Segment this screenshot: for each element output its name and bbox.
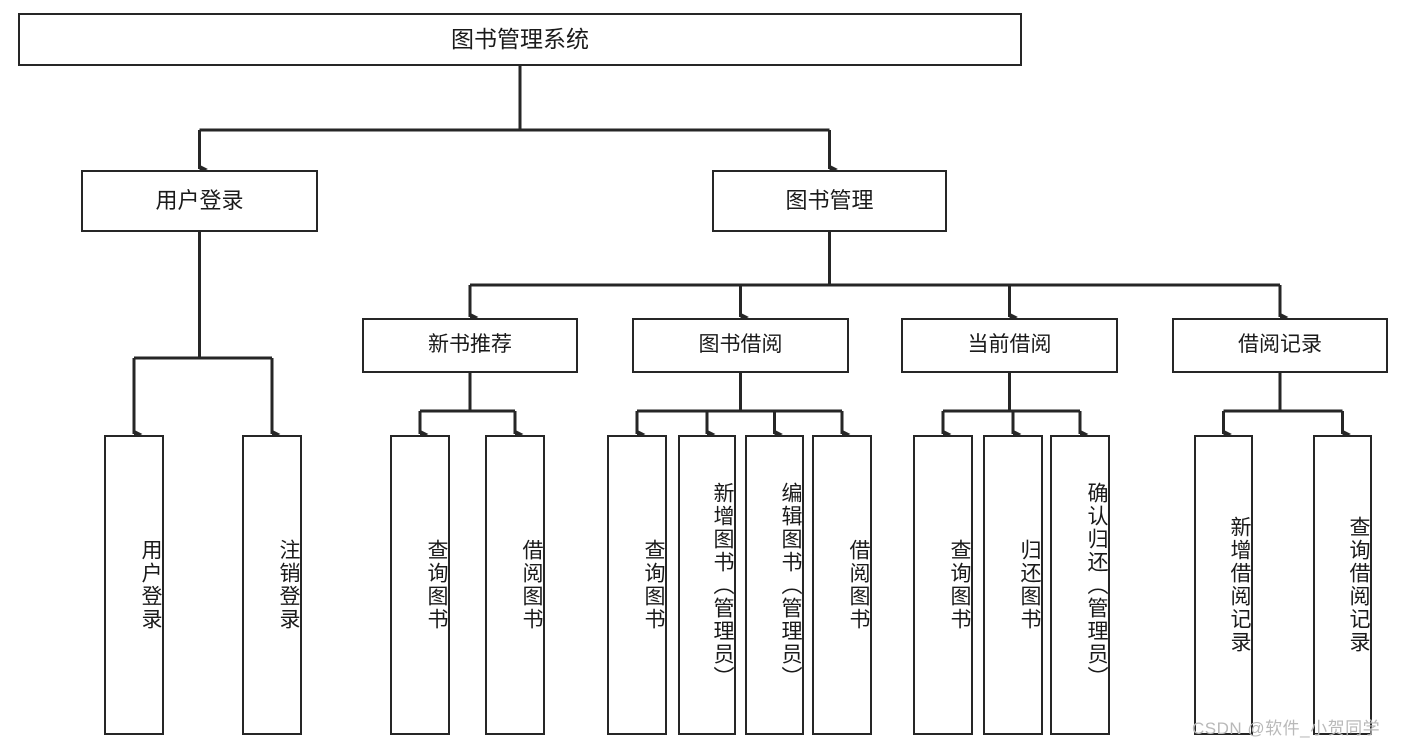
node-label: 图书管理 xyxy=(785,188,874,214)
node-label: 借阅图书 xyxy=(520,539,543,631)
node-leaf-query-book-3[interactable]: 查询图书 xyxy=(913,435,973,735)
node-label: 新增图书（管理员） xyxy=(711,481,734,689)
node-label: 查询图书 xyxy=(425,539,448,631)
node-leaf-query-book-2[interactable]: 查询图书 xyxy=(607,435,667,735)
node-leaf-borrow-book-2[interactable]: 借阅图书 xyxy=(812,435,872,735)
node-new-book-rec[interactable]: 新书推荐 xyxy=(362,318,578,373)
node-book-borrow[interactable]: 图书借阅 xyxy=(632,318,849,373)
node-label: 查询图书 xyxy=(948,539,971,631)
node-leaf-borrow-book-1[interactable]: 借阅图书 xyxy=(485,435,545,735)
node-leaf-query-record[interactable]: 查询借阅记录 xyxy=(1313,435,1372,735)
node-root[interactable]: 图书管理系统 xyxy=(18,13,1022,66)
node-label: 查询图书 xyxy=(642,539,665,631)
node-label: 当前借阅 xyxy=(967,333,1052,357)
node-label: 借阅图书 xyxy=(847,539,870,631)
node-label: 新书推荐 xyxy=(428,333,512,357)
node-label: 图书管理系统 xyxy=(451,25,589,52)
node-leaf-return-book[interactable]: 归还图书 xyxy=(983,435,1043,735)
node-leaf-confirm-return[interactable]: 确认归还（管理员） xyxy=(1050,435,1110,735)
node-label: 注销登录 xyxy=(277,539,300,631)
node-leaf-edit-book[interactable]: 编辑图书（管理员） xyxy=(745,435,804,735)
node-leaf-add-record[interactable]: 新增借阅记录 xyxy=(1194,435,1253,735)
node-label: 图书借阅 xyxy=(698,333,783,357)
node-label: 确认归还（管理员） xyxy=(1085,481,1108,689)
node-book-manage[interactable]: 图书管理 xyxy=(712,170,947,232)
node-leaf-add-book[interactable]: 新增图书（管理员） xyxy=(678,435,736,735)
watermark-text: CSDN @软件_小贺同学 xyxy=(1192,719,1381,738)
node-label: 新增借阅记录 xyxy=(1228,516,1251,654)
node-leaf-query-book-1[interactable]: 查询图书 xyxy=(390,435,450,735)
node-current-borrow[interactable]: 当前借阅 xyxy=(901,318,1118,373)
node-label: 编辑图书（管理员） xyxy=(779,481,802,689)
node-label: 借阅记录 xyxy=(1238,333,1322,357)
node-user-login[interactable]: 用户登录 xyxy=(81,170,318,232)
node-borrow-record[interactable]: 借阅记录 xyxy=(1172,318,1388,373)
node-label: 查询借阅记录 xyxy=(1347,516,1370,654)
node-leaf-user-login[interactable]: 用户登录 xyxy=(104,435,164,735)
node-label: 用户登录 xyxy=(155,188,244,214)
node-leaf-user-logout[interactable]: 注销登录 xyxy=(242,435,302,735)
node-label: 用户登录 xyxy=(139,539,162,631)
node-label: 归还图书 xyxy=(1018,539,1041,631)
